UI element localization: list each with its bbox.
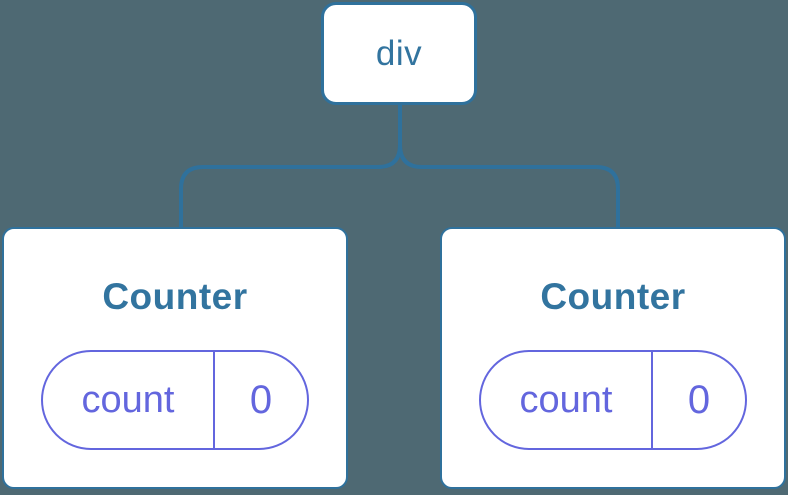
state-value-label: 0 xyxy=(249,377,273,422)
state-key-label: count xyxy=(519,378,613,421)
state-pill: count 0 xyxy=(41,350,309,450)
state-value-cell: 0 xyxy=(653,352,745,448)
state-pill: count 0 xyxy=(479,350,747,450)
root-node-label: div xyxy=(375,33,423,73)
state-key-cell: count xyxy=(43,352,215,448)
state-value-cell: 0 xyxy=(215,352,307,448)
component-card-left: Counter count 0 xyxy=(2,227,348,489)
state-key-cell: count xyxy=(481,352,653,448)
state-key-label: count xyxy=(81,378,175,421)
component-card-right: Counter count 0 xyxy=(440,227,786,489)
connector-right-branch xyxy=(398,104,620,228)
root-node-div: div xyxy=(321,2,477,105)
component-title: Counter xyxy=(102,276,248,317)
connector-left-branch xyxy=(179,104,402,228)
state-value-label: 0 xyxy=(687,377,711,422)
component-title: Counter xyxy=(540,276,686,317)
